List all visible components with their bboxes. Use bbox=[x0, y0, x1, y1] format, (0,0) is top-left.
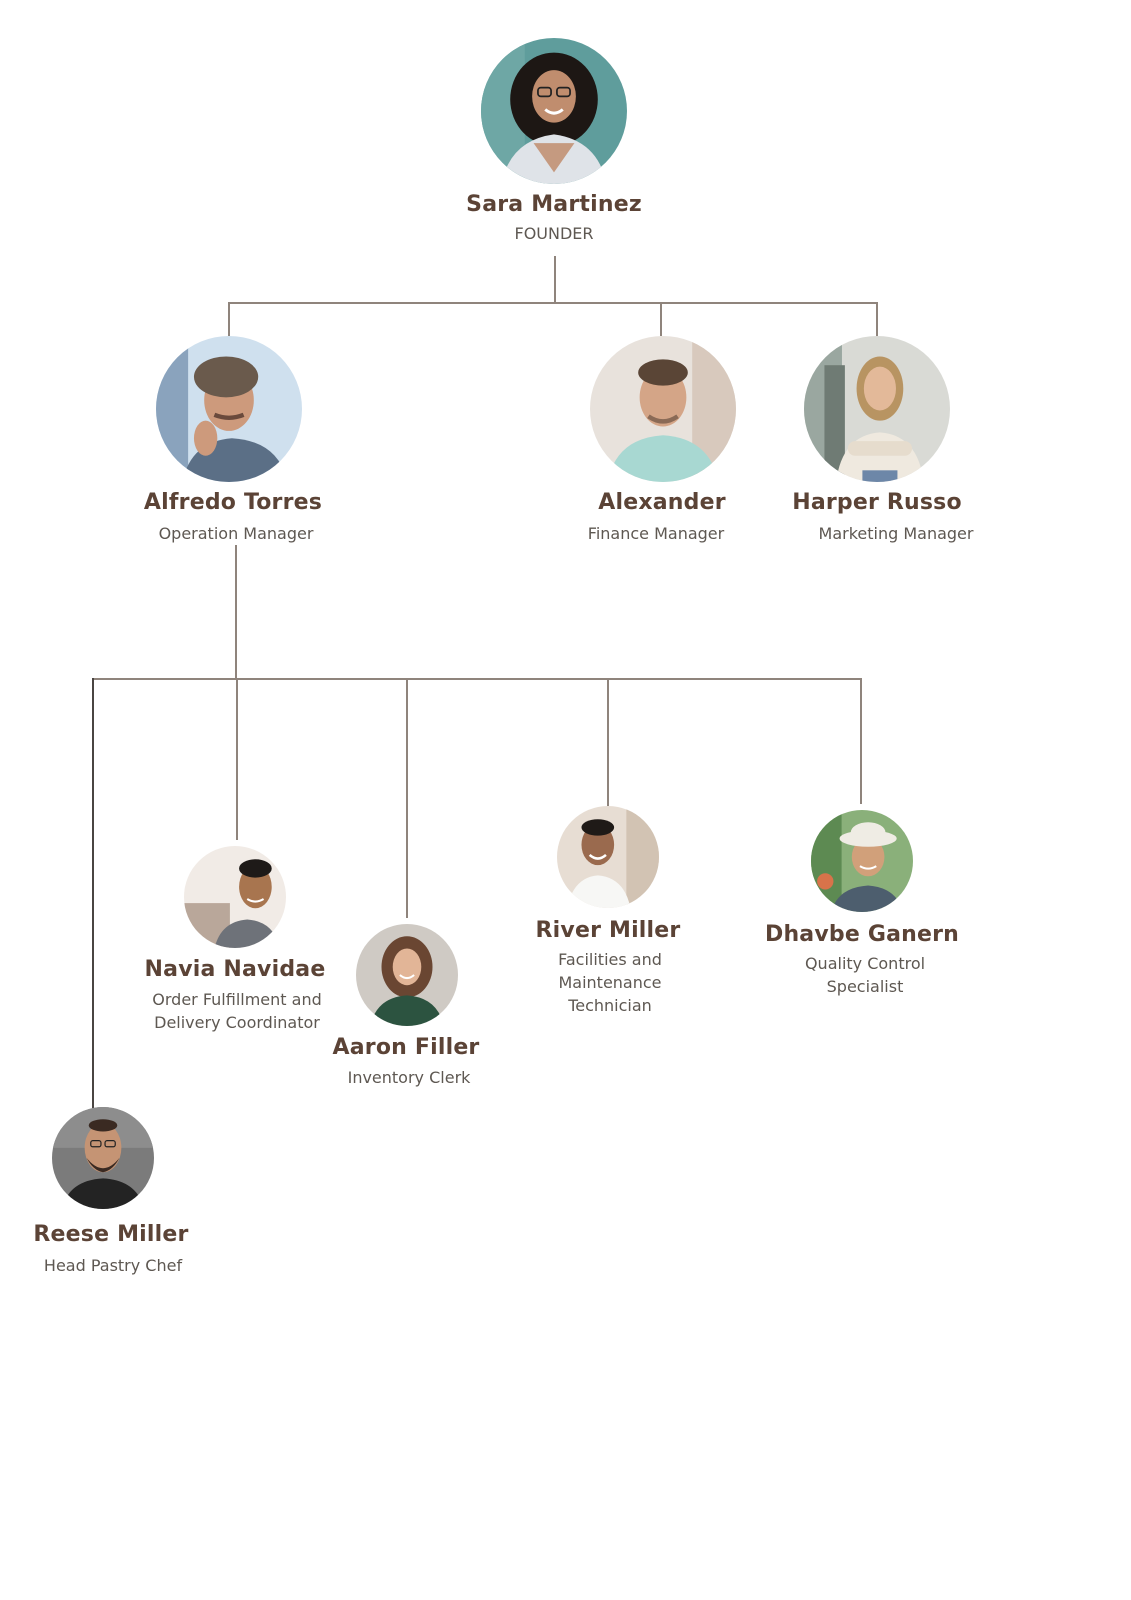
connector-line bbox=[236, 678, 238, 840]
avatar bbox=[52, 1107, 154, 1209]
photo-man-chef-white-jacket bbox=[557, 806, 659, 908]
avatar bbox=[184, 846, 286, 948]
connector-line bbox=[554, 256, 556, 303]
photo-woman-curly-hair-glasses bbox=[481, 38, 627, 184]
photo-man-glasses-beard bbox=[52, 1107, 154, 1209]
connector-line bbox=[235, 545, 237, 680]
avatar bbox=[156, 336, 302, 482]
avatar bbox=[590, 336, 736, 482]
connector-line bbox=[92, 678, 94, 1108]
photo-man-short-black-hair bbox=[184, 846, 286, 948]
photo-woman-curly-hair-green-top bbox=[356, 924, 458, 1026]
avatar bbox=[811, 810, 913, 912]
person-name: Reese Miller bbox=[33, 1222, 189, 1247]
person-role: Operation Manager bbox=[158, 524, 314, 543]
photo-man-bucket-hat bbox=[811, 810, 913, 912]
person-name: Sara Martinez bbox=[466, 192, 642, 217]
connector-line bbox=[660, 302, 662, 336]
person-name: Alfredo Torres bbox=[143, 490, 323, 515]
person-name: Alexander bbox=[598, 490, 726, 515]
avatar bbox=[481, 38, 627, 184]
connector-line bbox=[876, 302, 878, 336]
connector-line bbox=[92, 678, 862, 680]
connector-line bbox=[406, 678, 408, 918]
photo-woman-long-blonde-hair bbox=[804, 336, 950, 482]
connector-line bbox=[860, 678, 862, 804]
person-name: River Miller bbox=[535, 918, 681, 943]
person-role: Head Pastry Chef bbox=[43, 1256, 183, 1275]
connector-line bbox=[228, 302, 230, 336]
person-name: Harper Russo bbox=[792, 490, 962, 515]
person-role: Quality Control Specialist bbox=[804, 954, 926, 996]
person-role: Order Fulfillment and Delivery Coordinat… bbox=[152, 990, 322, 1032]
avatar bbox=[356, 924, 458, 1026]
person-name: Navia Navidae bbox=[144, 957, 326, 982]
person-role: Marketing Manager bbox=[818, 524, 974, 543]
person-role: Inventory Clerk bbox=[347, 1068, 471, 1087]
connector-line bbox=[228, 302, 878, 304]
photo-man-gray-curly-hair bbox=[156, 336, 302, 482]
avatar bbox=[804, 336, 950, 482]
person-role: Facilities and Maintenance Technician bbox=[558, 950, 662, 1015]
avatar bbox=[557, 806, 659, 908]
person-name: Dhavbe Ganern bbox=[764, 922, 960, 947]
connector-line bbox=[607, 678, 609, 806]
photo-man-short-hair-light-shirt bbox=[590, 336, 736, 482]
person-role: Finance Manager bbox=[587, 524, 725, 543]
person-name: Aaron Filler bbox=[332, 1035, 480, 1060]
person-role: FOUNDER bbox=[514, 224, 594, 243]
